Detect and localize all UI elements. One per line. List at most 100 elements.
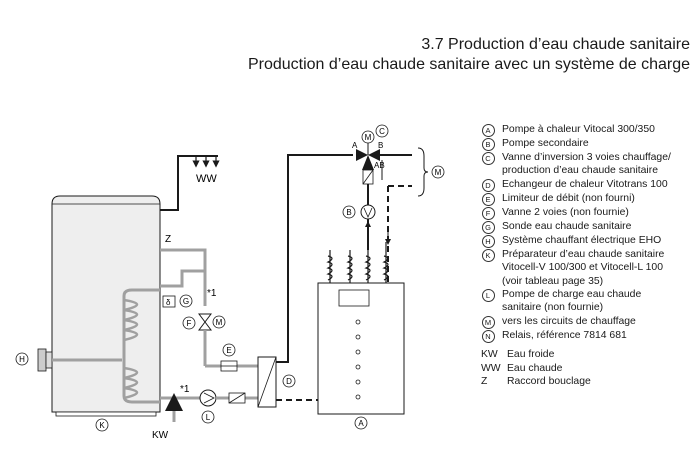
legend-marker-letter: F [481, 206, 495, 220]
legend-item: B Pompe secondaire [481, 137, 696, 151]
legend-marker-letter: L [481, 289, 495, 303]
abbreviation-code: KW [481, 349, 498, 360]
page-subtitle: Production d’eau chaude sanitaire avec u… [247, 56, 690, 73]
legend-item: C Vanne d’inversion 3 voies chauffage/pro… [481, 151, 696, 178]
legend-marker: K [481, 248, 495, 262]
legend-marker: M [481, 315, 495, 329]
legend-marker-letter: G [481, 220, 495, 234]
legend-text: Pompe à chaleur Vitocal 300/350 [495, 123, 655, 137]
legend-item: A Pompe à chaleur Vitocal 300/350 [481, 123, 696, 137]
svg-text:M: M [365, 133, 372, 142]
legend-line: Vanne d’inversion 3 voies chauffage/ [502, 152, 671, 163]
legend-line: Sonde eau chaude sanitaire [502, 220, 632, 232]
marker-g: G [179, 294, 193, 308]
legend-line: Relais, référence 7814 681 [502, 329, 627, 341]
legend-text: vers les circuits de chauffage [495, 315, 636, 329]
storage-tank [51, 195, 161, 417]
legend-marker: N [481, 329, 495, 343]
legend-marker: C [481, 151, 495, 165]
legend-marker: H [481, 234, 495, 248]
abbreviation-code: Z [481, 376, 488, 388]
svg-text:K: K [99, 421, 105, 430]
marker-m-circuits: M [431, 165, 445, 179]
tank-heat-coil [122, 288, 160, 404]
marker-c: C [375, 124, 389, 138]
legend-line: sanitaire (non fournie) [502, 302, 604, 314]
legend-text: Relais, référence 7814 681 [495, 329, 627, 343]
marker-f: F [182, 316, 196, 330]
legend-line: Vitocell-V 100/300 et Vitocell-L 100 [502, 262, 663, 274]
z-label: Z [165, 234, 171, 245]
marker-m-valve: M [361, 130, 375, 144]
abbreviation-text: Eau chaude [507, 362, 563, 374]
page-title: 3.7 Production d’eau chaude sanitaire [421, 36, 690, 53]
legend-marker: F [481, 206, 495, 220]
legend-marker-letter: B [481, 138, 495, 151]
legend-marker: A [481, 123, 495, 137]
valve-port-b: B [378, 141, 383, 150]
svg-text:M: M [435, 168, 442, 177]
legend-line: Vanne 2 voies (non fournie) [502, 206, 629, 218]
heat-pump-unit [317, 242, 405, 415]
legend-marker-letter: C [481, 152, 495, 165]
legend-item: E Limiteur de débit (non fourni) [481, 192, 696, 206]
legend-line: Préparateur d’eau chaude sanitaire [502, 248, 665, 260]
legend-line: Pompe de charge eau chaude [502, 289, 642, 301]
legend-marker-letter: D [481, 178, 495, 192]
svg-text:A: A [358, 419, 364, 428]
svg-text:C: C [379, 127, 385, 136]
svg-text:δ: δ [166, 298, 171, 307]
legend-item: F Vanne 2 voies (non fournie) [481, 206, 696, 220]
legend-text: Vanne 2 voies (non fournie) [495, 206, 629, 220]
marker-d: D [282, 374, 296, 388]
marker-l: L [201, 410, 215, 424]
sensor-g: δ [162, 295, 176, 308]
legend-text: Limiteur de débit (non fourni) [495, 192, 635, 206]
valve-cartridge [362, 169, 374, 185]
star1-top: *1 [207, 288, 217, 299]
legend-marker: L [481, 288, 495, 303]
legend-line: production d’eau chaude sanitaire [502, 165, 658, 177]
legend-marker-letter: N [481, 329, 495, 343]
ww-label: WW [196, 173, 217, 185]
legend-marker: G [481, 220, 495, 234]
marker-k: K [95, 418, 109, 432]
svg-text:G: G [183, 297, 189, 306]
svg-text:F: F [187, 319, 192, 328]
heat-exchanger [257, 356, 277, 408]
marker-m-valve-f: M [212, 315, 226, 329]
valve-port-ab: AB [374, 161, 385, 170]
legend-marker: D [481, 178, 495, 192]
legend-line: Pompe à chaleur Vitocal 300/350 [502, 124, 655, 135]
legend-line: Pompe secondaire [502, 138, 589, 149]
tank-coil-turns [123, 298, 139, 400]
legend-text: Pompe secondaire [495, 137, 589, 151]
hot-charge-pipe [160, 269, 205, 288]
marker-h: H [15, 352, 29, 366]
svg-text:B: B [346, 208, 351, 217]
marker-e: E [222, 343, 236, 357]
marker-a: A [354, 416, 368, 430]
legend-marker-letter: M [481, 315, 495, 329]
svg-text:E: E [226, 346, 231, 355]
legend-line: Limiteur de débit (non fourni) [502, 192, 635, 204]
svg-text:L: L [206, 413, 211, 422]
two-way-valve [198, 313, 212, 331]
legend-marker-letter: A [481, 124, 495, 137]
legend-text: Echangeur de chaleur Vitotrans 100 [495, 178, 668, 192]
legend-text: Sonde eau chaude sanitaire [495, 220, 631, 234]
svg-text:M: M [216, 318, 223, 327]
legend-item: N Relais, référence 7814 681 [481, 329, 696, 343]
legend-marker: E [481, 192, 495, 206]
legend-marker: B [481, 137, 495, 151]
